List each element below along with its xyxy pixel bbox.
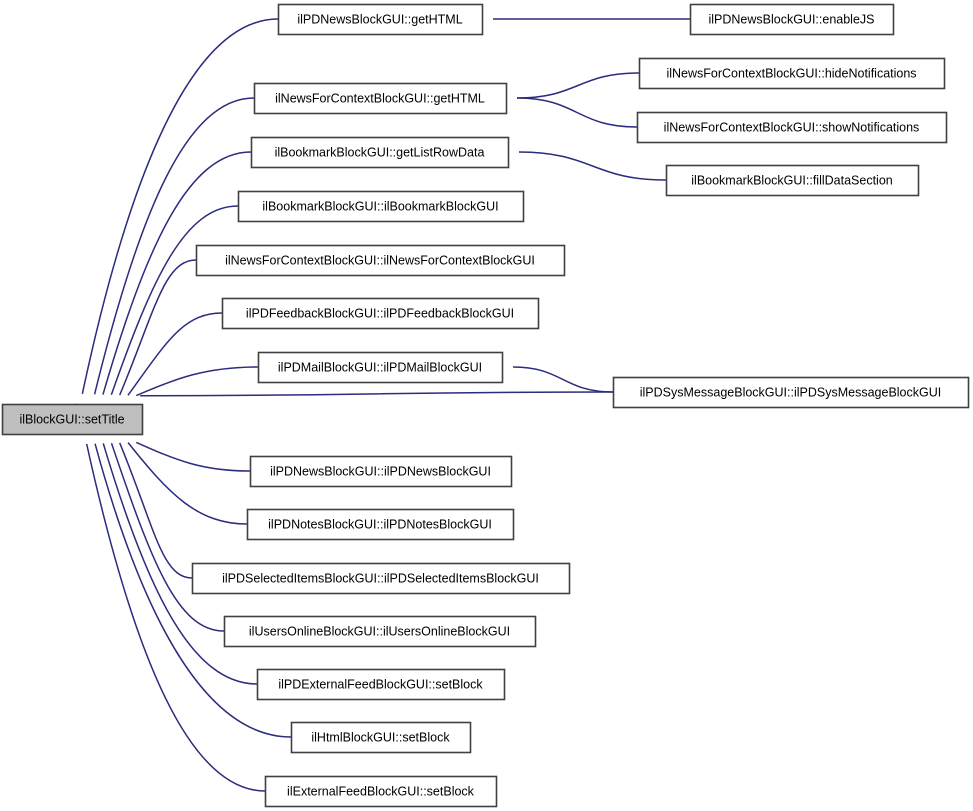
- node-label: ilPDExternalFeedBlockGUI::setBlock: [278, 677, 483, 691]
- edge-m5-to-n7: [512, 366, 614, 393]
- graph-node-m5[interactable]: ilPDSysMessageBlockGUI::ilPDSysMessageBl…: [612, 376, 970, 409]
- edge-n5-to-root: [119, 259, 197, 396]
- edge-n13-to-root: [94, 443, 292, 738]
- node-box[interactable]: [290, 721, 472, 754]
- graph-node-root[interactable]: ilBlockGUI::setTitle: [1, 403, 144, 436]
- node-box[interactable]: [221, 297, 540, 330]
- node-box[interactable]: [249, 455, 513, 488]
- node-box[interactable]: [638, 57, 946, 90]
- node-box[interactable]: [256, 668, 506, 701]
- edge-n8-to-root: [135, 441, 251, 472]
- node-label: ilPDNewsBlockGUI::getHTML: [297, 12, 462, 26]
- graph-node-m4[interactable]: ilBookmarkBlockGUI::fillDataSection: [665, 164, 920, 197]
- edge-n10-to-root: [119, 442, 193, 579]
- node-box[interactable]: [689, 3, 895, 36]
- node-box[interactable]: [257, 351, 504, 384]
- node-label: ilNewsForContextBlockGUI::getHTML: [275, 91, 485, 105]
- node-box[interactable]: [636, 111, 948, 144]
- node-label: ilHtmlBlockGUI::setBlock: [311, 730, 450, 744]
- edge-n14-to-root: [85, 443, 266, 792]
- node-label: ilPDMailBlockGUI::ilPDMailBlockGUI: [278, 360, 482, 374]
- graph-node-m3[interactable]: ilNewsForContextBlockGUI::showNotificati…: [636, 111, 948, 144]
- edge-n7-to-root: [135, 366, 259, 397]
- edge-n6-to-root: [127, 312, 223, 396]
- graph-node-n9[interactable]: ilPDNotesBlockGUI::ilPDNotesBlockGUI: [246, 508, 515, 541]
- edge-n2-to-root: [93, 97, 255, 395]
- node-box[interactable]: [612, 376, 970, 409]
- node-label: ilBookmarkBlockGUI::ilBookmarkBlockGUI: [262, 199, 498, 213]
- node-label: ilPDSelectedItemsBlockGUI::ilPDSelectedI…: [222, 571, 539, 585]
- node-label: ilNewsForContextBlockGUI::ilNewsForConte…: [225, 253, 535, 267]
- nodes-layer: ilBlockGUI::setTitle ilPDNewsBlockGUI::ge…: [1, 3, 970, 808]
- edge-n12-to-root: [102, 443, 258, 685]
- graph-node-n1[interactable]: ilPDNewsBlockGUI::getHTML: [277, 3, 484, 36]
- node-label: ilUsersOnlineBlockGUI::ilUsersOnlineBloc…: [249, 624, 510, 638]
- edge-m5-to-root: [140, 391, 614, 397]
- edge-m2-to-n2: [516, 72, 640, 99]
- node-box-highlighted[interactable]: [1, 403, 144, 436]
- graph-node-n14[interactable]: ilExternalFeedBlockGUI::setBlock: [264, 775, 498, 808]
- edge-m3-to-n2: [516, 97, 638, 128]
- node-label: ilExternalFeedBlockGUI::setBlock: [287, 784, 475, 798]
- edge-n11-to-root: [110, 442, 225, 632]
- node-label: ilBookmarkBlockGUI::getListRowData: [275, 145, 485, 159]
- node-label: ilPDNewsBlockGUI::ilPDNewsBlockGUI: [270, 464, 491, 478]
- node-box[interactable]: [246, 508, 515, 541]
- node-label: ilPDNewsBlockGUI::enableJS: [708, 12, 874, 26]
- node-box[interactable]: [191, 562, 571, 595]
- node-box[interactable]: [277, 3, 484, 36]
- edge-n1-to-root: [81, 18, 279, 395]
- graph-node-n7[interactable]: ilPDMailBlockGUI::ilPDMailBlockGUI: [257, 351, 504, 384]
- graph-node-n11[interactable]: ilUsersOnlineBlockGUI::ilUsersOnlineBloc…: [223, 615, 537, 648]
- graph-node-n8[interactable]: ilPDNewsBlockGUI::ilPDNewsBlockGUI: [249, 455, 513, 488]
- graph-node-n12[interactable]: ilPDExternalFeedBlockGUI::setBlock: [256, 668, 506, 701]
- graph-node-n6[interactable]: ilPDFeedbackBlockGUI::ilPDFeedbackBlockG…: [221, 297, 540, 330]
- node-box[interactable]: [237, 190, 525, 223]
- node-label: ilNewsForContextBlockGUI::hideNotificati…: [666, 66, 916, 80]
- node-label: ilPDSysMessageBlockGUI::ilPDSysMessageBl…: [640, 385, 941, 399]
- graph-node-n2[interactable]: ilNewsForContextBlockGUI::getHTML: [253, 82, 508, 115]
- node-label: ilNewsForContextBlockGUI::showNotificati…: [664, 120, 920, 134]
- node-label: ilBlockGUI::setTitle: [19, 412, 124, 426]
- node-label: ilBookmarkBlockGUI::fillDataSection: [691, 173, 893, 187]
- graph-node-n4[interactable]: ilBookmarkBlockGUI::ilBookmarkBlockGUI: [237, 190, 525, 223]
- node-box[interactable]: [264, 775, 498, 808]
- node-box[interactable]: [665, 164, 920, 197]
- edge-m4-to-n3: [518, 151, 667, 181]
- graph-node-n13[interactable]: ilHtmlBlockGUI::setBlock: [290, 721, 472, 754]
- node-label: ilPDFeedbackBlockGUI::ilPDFeedbackBlockG…: [246, 306, 514, 320]
- node-box[interactable]: [223, 615, 537, 648]
- graph-node-m1[interactable]: ilPDNewsBlockGUI::enableJS: [689, 3, 895, 36]
- graph-node-n5[interactable]: ilNewsForContextBlockGUI::ilNewsForConte…: [195, 244, 566, 277]
- edge-n9-to-root: [127, 442, 248, 525]
- node-label: ilPDNotesBlockGUI::ilPDNotesBlockGUI: [268, 517, 492, 531]
- edge-n4-to-root: [110, 205, 239, 396]
- node-box[interactable]: [253, 82, 508, 115]
- edge-n3-to-root: [102, 151, 252, 395]
- graph-node-n3[interactable]: ilBookmarkBlockGUI::getListRowData: [250, 136, 510, 169]
- graph-node-n10[interactable]: ilPDSelectedItemsBlockGUI::ilPDSelectedI…: [191, 562, 571, 595]
- node-box[interactable]: [250, 136, 510, 169]
- node-box[interactable]: [195, 244, 566, 277]
- graph-node-m2[interactable]: ilNewsForContextBlockGUI::hideNotificati…: [638, 57, 946, 90]
